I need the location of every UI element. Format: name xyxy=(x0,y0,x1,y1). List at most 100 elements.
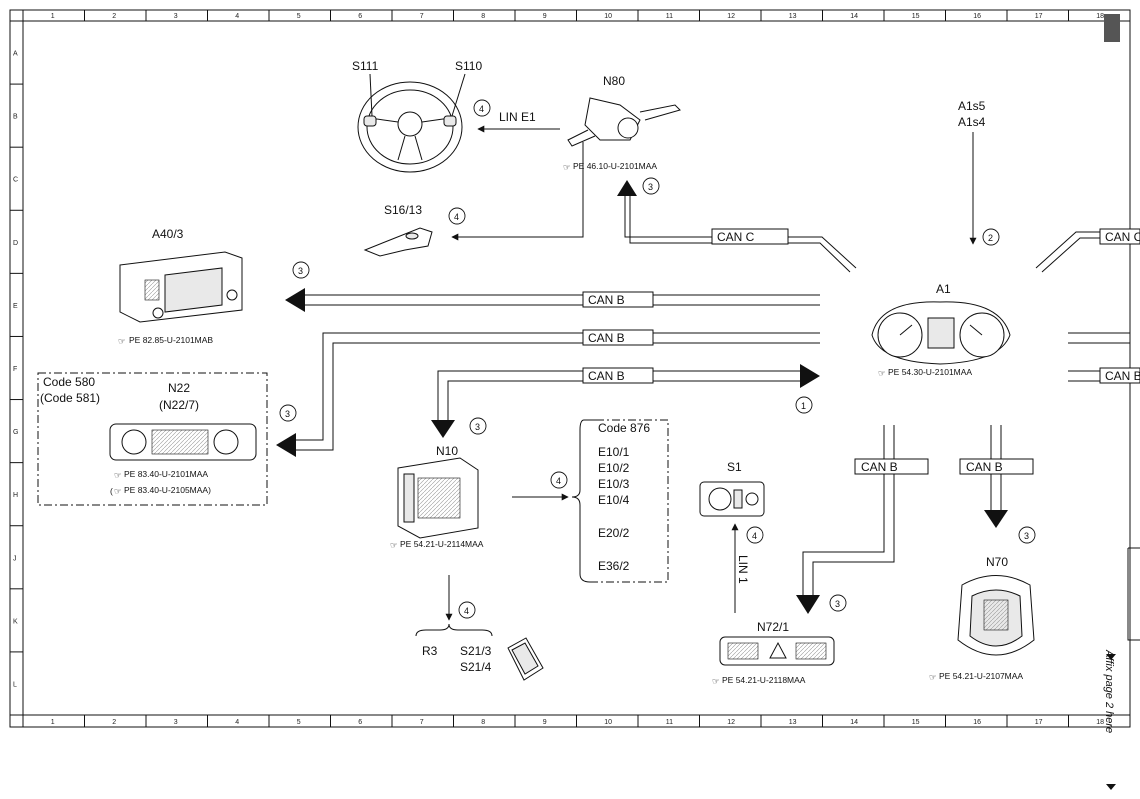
grid-column-label: 2 xyxy=(112,719,116,726)
grid-frame: 1122334455667788991010111112121313141415… xyxy=(9,9,1131,728)
e10-3-label: E10/3 xyxy=(598,477,630,491)
e10-1-label: E10/1 xyxy=(598,445,630,459)
grid-column-label: 8 xyxy=(481,13,485,20)
a1s5-label: A1s5 xyxy=(958,99,986,113)
grid-column-label: 3 xyxy=(174,13,178,20)
ref-number: 4 xyxy=(464,606,469,616)
grid-column-label: 2 xyxy=(112,13,116,20)
grid-column-label: 4 xyxy=(235,13,239,20)
grid-column-label: 18 xyxy=(1096,719,1104,726)
grid-column-label: 1 xyxy=(51,719,55,726)
svg-text:☞: ☞ xyxy=(114,470,122,480)
svg-text:☞: ☞ xyxy=(118,336,126,346)
grid-column-label: 6 xyxy=(358,13,362,20)
can-b-3-label: CAN B xyxy=(588,369,625,383)
ref-number: 3 xyxy=(298,266,303,276)
grid-column-label: 7 xyxy=(420,13,424,20)
a40-3-display-drawing xyxy=(119,251,243,323)
a40-3-label: A40/3 xyxy=(152,227,184,241)
n72-1-ref: PE 54.21-U-2118MAA xyxy=(722,675,806,685)
grid-row-label: D xyxy=(13,240,18,247)
s111-label: S111 xyxy=(352,59,379,73)
n22-climate-control-drawing xyxy=(109,423,257,461)
s1-label: S1 xyxy=(727,460,742,474)
grid-column-label: 9 xyxy=(543,719,547,726)
n22-ref-a: PE 83.40-U-2101MAA xyxy=(124,469,208,479)
n10-control-unit-drawing xyxy=(397,457,479,539)
grid-row-label: L xyxy=(13,681,17,688)
n80-ref: PE 46.10-U-2101MAA xyxy=(573,161,657,171)
s1-light-switch-drawing xyxy=(699,481,765,517)
side-note: Affix page 2 here xyxy=(1103,649,1115,733)
corner-marker xyxy=(1104,14,1120,42)
code-580-label: Code 580 xyxy=(43,375,95,389)
ref-circle xyxy=(473,99,491,117)
grid-column-label: 16 xyxy=(973,719,981,726)
can-b-4-label: CAN B xyxy=(861,460,898,474)
grid-row-label: H xyxy=(13,492,18,499)
grid-row-label: G xyxy=(13,429,18,436)
grid-row-label: J xyxy=(13,555,17,562)
svg-text:☞: ☞ xyxy=(712,676,720,686)
grid-column-label: 13 xyxy=(789,719,797,726)
n10-label: N10 xyxy=(436,444,458,458)
grid-column-label: 15 xyxy=(912,13,920,20)
grid-column-label: 6 xyxy=(358,719,362,726)
e10-2-label: E10/2 xyxy=(598,461,630,475)
n72-1-label: N72/1 xyxy=(757,620,789,634)
s16-13-switch-drawing xyxy=(363,227,433,257)
can-b-right-label: CAN B xyxy=(1105,369,1140,383)
a1s4-label: A1s4 xyxy=(958,115,986,129)
code-581-label: (Code 581) xyxy=(40,391,100,405)
grid-column-label: 11 xyxy=(666,719,673,726)
can-b-5-label: CAN B xyxy=(966,460,1003,474)
can-c-label: CAN C xyxy=(717,230,755,244)
ref-number: 3 xyxy=(835,599,840,609)
triangle-down-icon xyxy=(1106,654,1116,660)
grid-row-label: B xyxy=(13,114,18,121)
n22-ref-b-prefix: ( xyxy=(110,486,113,496)
ref-number: 2 xyxy=(988,233,993,243)
r3-label: R3 xyxy=(422,644,438,658)
a1-ref: PE 54.30-U-2101MAA xyxy=(888,367,972,377)
grid-column-label: 9 xyxy=(543,13,547,20)
grid-column-label: 1 xyxy=(51,13,55,20)
grid-row-label: E xyxy=(13,303,18,310)
n72-1-switch-panel-drawing xyxy=(719,636,835,666)
lin1-label: LIN 1 xyxy=(736,555,750,584)
n80-ref-icon: ☞ xyxy=(563,162,571,172)
grid-column-label: 5 xyxy=(297,13,301,20)
ref-number: 1 xyxy=(801,401,806,411)
n70-label: N70 xyxy=(986,555,1008,569)
a40-3-ref: PE 82.85-U-2101MAB xyxy=(129,335,213,345)
svg-text:☞: ☞ xyxy=(929,672,937,682)
ref-number: 3 xyxy=(648,182,653,192)
s110-label: S110 xyxy=(455,59,482,73)
ref-number: 3 xyxy=(475,422,480,432)
lin-e1-label: LIN E1 xyxy=(499,110,536,124)
grid-column-label: 11 xyxy=(666,13,673,20)
n22-ref-b: PE 83.40-U-2105MAA) xyxy=(124,485,211,495)
grid-column-label: 17 xyxy=(1035,13,1043,20)
grid-column-label: 10 xyxy=(604,719,612,726)
n70-ref: PE 54.21-U-2107MAA xyxy=(939,671,1023,681)
ref-number: 3 xyxy=(1024,531,1029,541)
grid-column-label: 16 xyxy=(973,13,981,20)
n22-label: N22 xyxy=(168,381,190,395)
n10-ref: PE 54.21-U-2114MAA xyxy=(400,539,484,549)
svg-text:☞: ☞ xyxy=(878,368,886,378)
grid-row-label: A xyxy=(13,51,18,58)
can-c-right-label: CAN C xyxy=(1105,230,1140,244)
e20-2-label: E20/2 xyxy=(598,526,630,540)
triangle-down-icon xyxy=(1106,784,1116,790)
grid-column-label: 7 xyxy=(420,719,424,726)
grid-column-label: 12 xyxy=(727,13,735,20)
grid-column-label: 8 xyxy=(481,719,485,726)
grid-column-label: 10 xyxy=(604,13,612,20)
can-b-1-label: CAN B xyxy=(588,293,625,307)
grid-row-label: F xyxy=(13,366,17,373)
n70-overhead-control-drawing xyxy=(957,575,1035,656)
a1-instrument-cluster-drawing xyxy=(871,301,1011,365)
